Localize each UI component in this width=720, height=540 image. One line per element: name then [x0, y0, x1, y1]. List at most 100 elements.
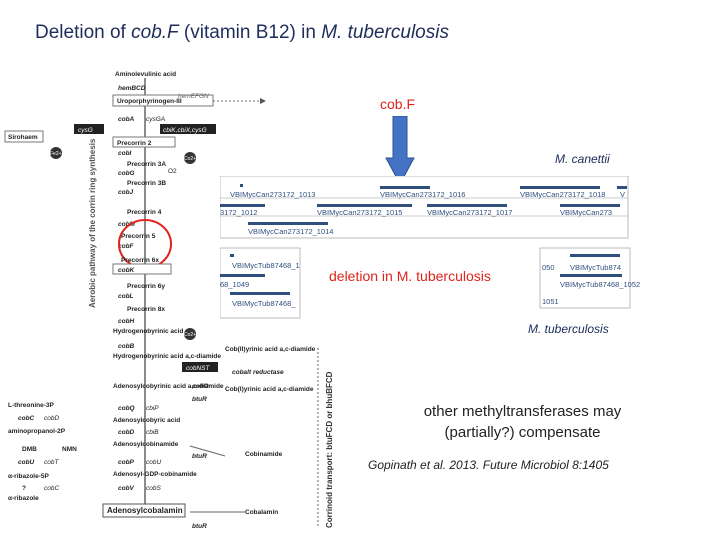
compound-nmn: NMN — [62, 446, 77, 453]
connector — [189, 445, 226, 457]
question-mark: ? — [22, 485, 26, 492]
side-label: Aerobic pathway of the corrin ring synth… — [88, 138, 97, 308]
compound-cobalamin: Cobalamin — [245, 509, 278, 516]
gene-block — [230, 254, 234, 257]
gene-hemBCD: hemBCD — [118, 85, 146, 92]
gene-can-v: V — [620, 190, 625, 199]
citation: Gopinath et al. 2013. Future Microbiol 8… — [368, 458, 609, 472]
compound-p4: Precorrin 4 — [127, 209, 162, 216]
gene-cbiB: cbiB — [146, 429, 159, 436]
compound-uro: Uroporphyrinogen-III — [117, 98, 182, 105]
gene-cobA: cobA — [118, 116, 135, 123]
compound-start: Aminolevulinic acid — [115, 71, 176, 78]
gene-tb-right-1: 050 — [542, 263, 555, 272]
gene-cobH: cobH — [118, 318, 135, 325]
enzyme-cobalt-reductase: cobalt reductase — [232, 369, 284, 376]
gene-can-1015: VBIMycCan273172_1015 — [317, 208, 402, 217]
ion-fe — [50, 147, 62, 159]
ion-co — [184, 152, 196, 164]
gene-cobL: cobL — [118, 293, 134, 300]
gene-cobP: cobP — [118, 459, 135, 466]
gene-cobV: cobV — [118, 485, 135, 492]
compound-cob2: Cob(II)yrinic acid a,c-diamide — [225, 346, 316, 353]
gene-block — [317, 204, 412, 207]
compound-p3b: Precorrin 3B — [127, 180, 166, 187]
gene-block — [520, 186, 600, 189]
genome-tracks: VBIMycCan273172_1013 VBIMycCan273172_101… — [220, 176, 640, 319]
compound-adocobin: Adenosylcobinamide — [113, 441, 179, 448]
gene-tb-left-2: 68_1049 — [220, 280, 249, 289]
gene-tb-right-4: 1051 — [542, 297, 559, 306]
gene-cobG: cobG — [118, 170, 135, 177]
slide-title: Deletion of cob.F (vitamin B12) in M. tu… — [35, 22, 449, 43]
compound-hbad: Hydrogenobyrinic acid a,c-diamide — [113, 353, 221, 360]
gene-block — [560, 204, 620, 207]
cobF-arrow — [385, 116, 415, 186]
cobF-label: cob.F — [380, 96, 416, 112]
gene-btuR3: btuR — [192, 523, 207, 530]
gene-cobD: cobD — [118, 429, 135, 436]
compound-arib: α-ribazole — [8, 495, 39, 502]
compound-p3a: Precorrin 3A — [127, 161, 166, 168]
gene-cobC2: cobC — [44, 485, 59, 492]
compound-adocob: Adenosylcobyric acid — [113, 417, 180, 424]
compound-ado: Adenosylcobyrinic acid a,c-diamide — [113, 383, 224, 390]
transport-label: Corrinoid transport: btuFCD or bhuBFCD — [325, 371, 334, 528]
o2-label: O2 — [168, 168, 177, 175]
gene-cobU: cobU — [146, 459, 161, 466]
gene-can-1013: VBIMycCan273172_1013 — [230, 190, 315, 199]
gene-block — [240, 184, 243, 187]
gene-cysG: cysGA — [146, 116, 165, 123]
compound-final: Adenosylcobalamin — [107, 506, 183, 515]
gene-can-273: VBIMycCan273 — [560, 208, 612, 217]
gene-btuR2: btuR — [192, 453, 207, 460]
ion-fe-label: Fe2+ — [50, 151, 62, 157]
gene-cobJ: cobJ — [118, 189, 134, 196]
compound-p2: Precorrin 2 — [117, 140, 152, 147]
gene-block — [380, 186, 430, 189]
compound-thr: L-threonine-3P — [8, 402, 55, 409]
compound-dmb: DMB — [22, 446, 37, 453]
gene-cobC: cobC — [18, 415, 35, 422]
compound-cob1: Cob(I)yrinic acid a,c-diamide — [225, 386, 314, 393]
gene-box — [182, 362, 218, 372]
gene-cobU-left: cobU — [18, 459, 35, 466]
canettii-label: M. canettii — [555, 152, 610, 166]
gene-block — [248, 222, 328, 225]
gene-cobQ: cobQ — [118, 405, 135, 412]
compound-sirohaem-box — [4, 130, 44, 143]
gene-can-1017: VBIMycCan273172_1017 — [427, 208, 512, 217]
gene-can-1014: VBIMycCan273172_1014 — [248, 227, 333, 236]
compound-agdp: Adenosyl-GDP-cobinamide — [113, 471, 197, 478]
compound-box — [112, 263, 172, 275]
compound-cobinamide: Cobinamide — [245, 451, 283, 458]
gene-cobT: cobT — [44, 459, 59, 466]
compensate-text: other methyltransferases may (partially?… — [423, 403, 622, 441]
pathway-diagram: Aminolevulinic acid hemBCD Uroporphyrino… — [4, 71, 334, 530]
gene-btuR: btuR — [192, 396, 207, 403]
gene-block — [560, 274, 622, 277]
gene-block — [230, 292, 290, 295]
gene-cobNST: cobNST — [186, 365, 211, 372]
gene-can-1018: VBIMycCan273172_1018 — [520, 190, 605, 199]
gene-cobS: cobS — [146, 485, 161, 492]
deletion-label: deletion in M. tuberculosis — [326, 267, 494, 285]
gene-cobO: cobO — [192, 383, 209, 390]
final-box — [102, 503, 186, 518]
compound-hba: Hydrogenobyrinic acid — [113, 328, 183, 335]
gene-tb-right-2: VBIMycTub874 — [570, 263, 621, 272]
gene-cobB: cobB — [118, 343, 135, 350]
tb-right-box — [539, 247, 631, 309]
gene-cbik: cbiK,cbiX,cysG — [163, 127, 207, 134]
gene-cysG-left: cysG — [78, 127, 93, 134]
gene-cbiP: cbiP — [146, 405, 159, 412]
compound-p5: Precorrin 5 — [121, 233, 156, 240]
gene-block — [220, 204, 265, 207]
compound-p6x: Precorrin 6x — [121, 257, 159, 264]
gene-can-1012: 3172_1012 — [220, 208, 258, 217]
gene-cobM: cobM — [118, 221, 136, 228]
gene-block — [617, 186, 627, 189]
ion-co-label: Co2+ — [184, 156, 196, 162]
gene-cobK: cobK — [118, 267, 136, 274]
gene-tb-right-3: VBIMycTub87468_1052 — [560, 280, 640, 289]
